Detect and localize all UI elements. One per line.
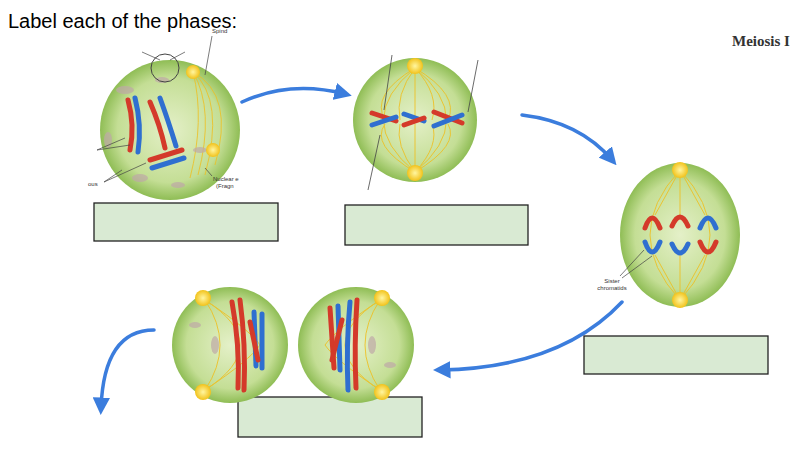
- part-label: (Fragn: [216, 183, 234, 190]
- part-label: ous: [88, 181, 98, 188]
- metaphase-cell: [353, 55, 478, 190]
- section-heading: Meiosis I: [732, 33, 790, 50]
- part-label: Sister chromatids: [596, 278, 628, 291]
- part-label: Nuclear e: [213, 176, 239, 183]
- part-label: Spind: [212, 28, 227, 35]
- anaphase-cell: [620, 162, 740, 308]
- page-title: Label each of the phases:: [8, 10, 237, 33]
- telophase-cells: [172, 287, 414, 403]
- prophase-cell: [97, 36, 240, 200]
